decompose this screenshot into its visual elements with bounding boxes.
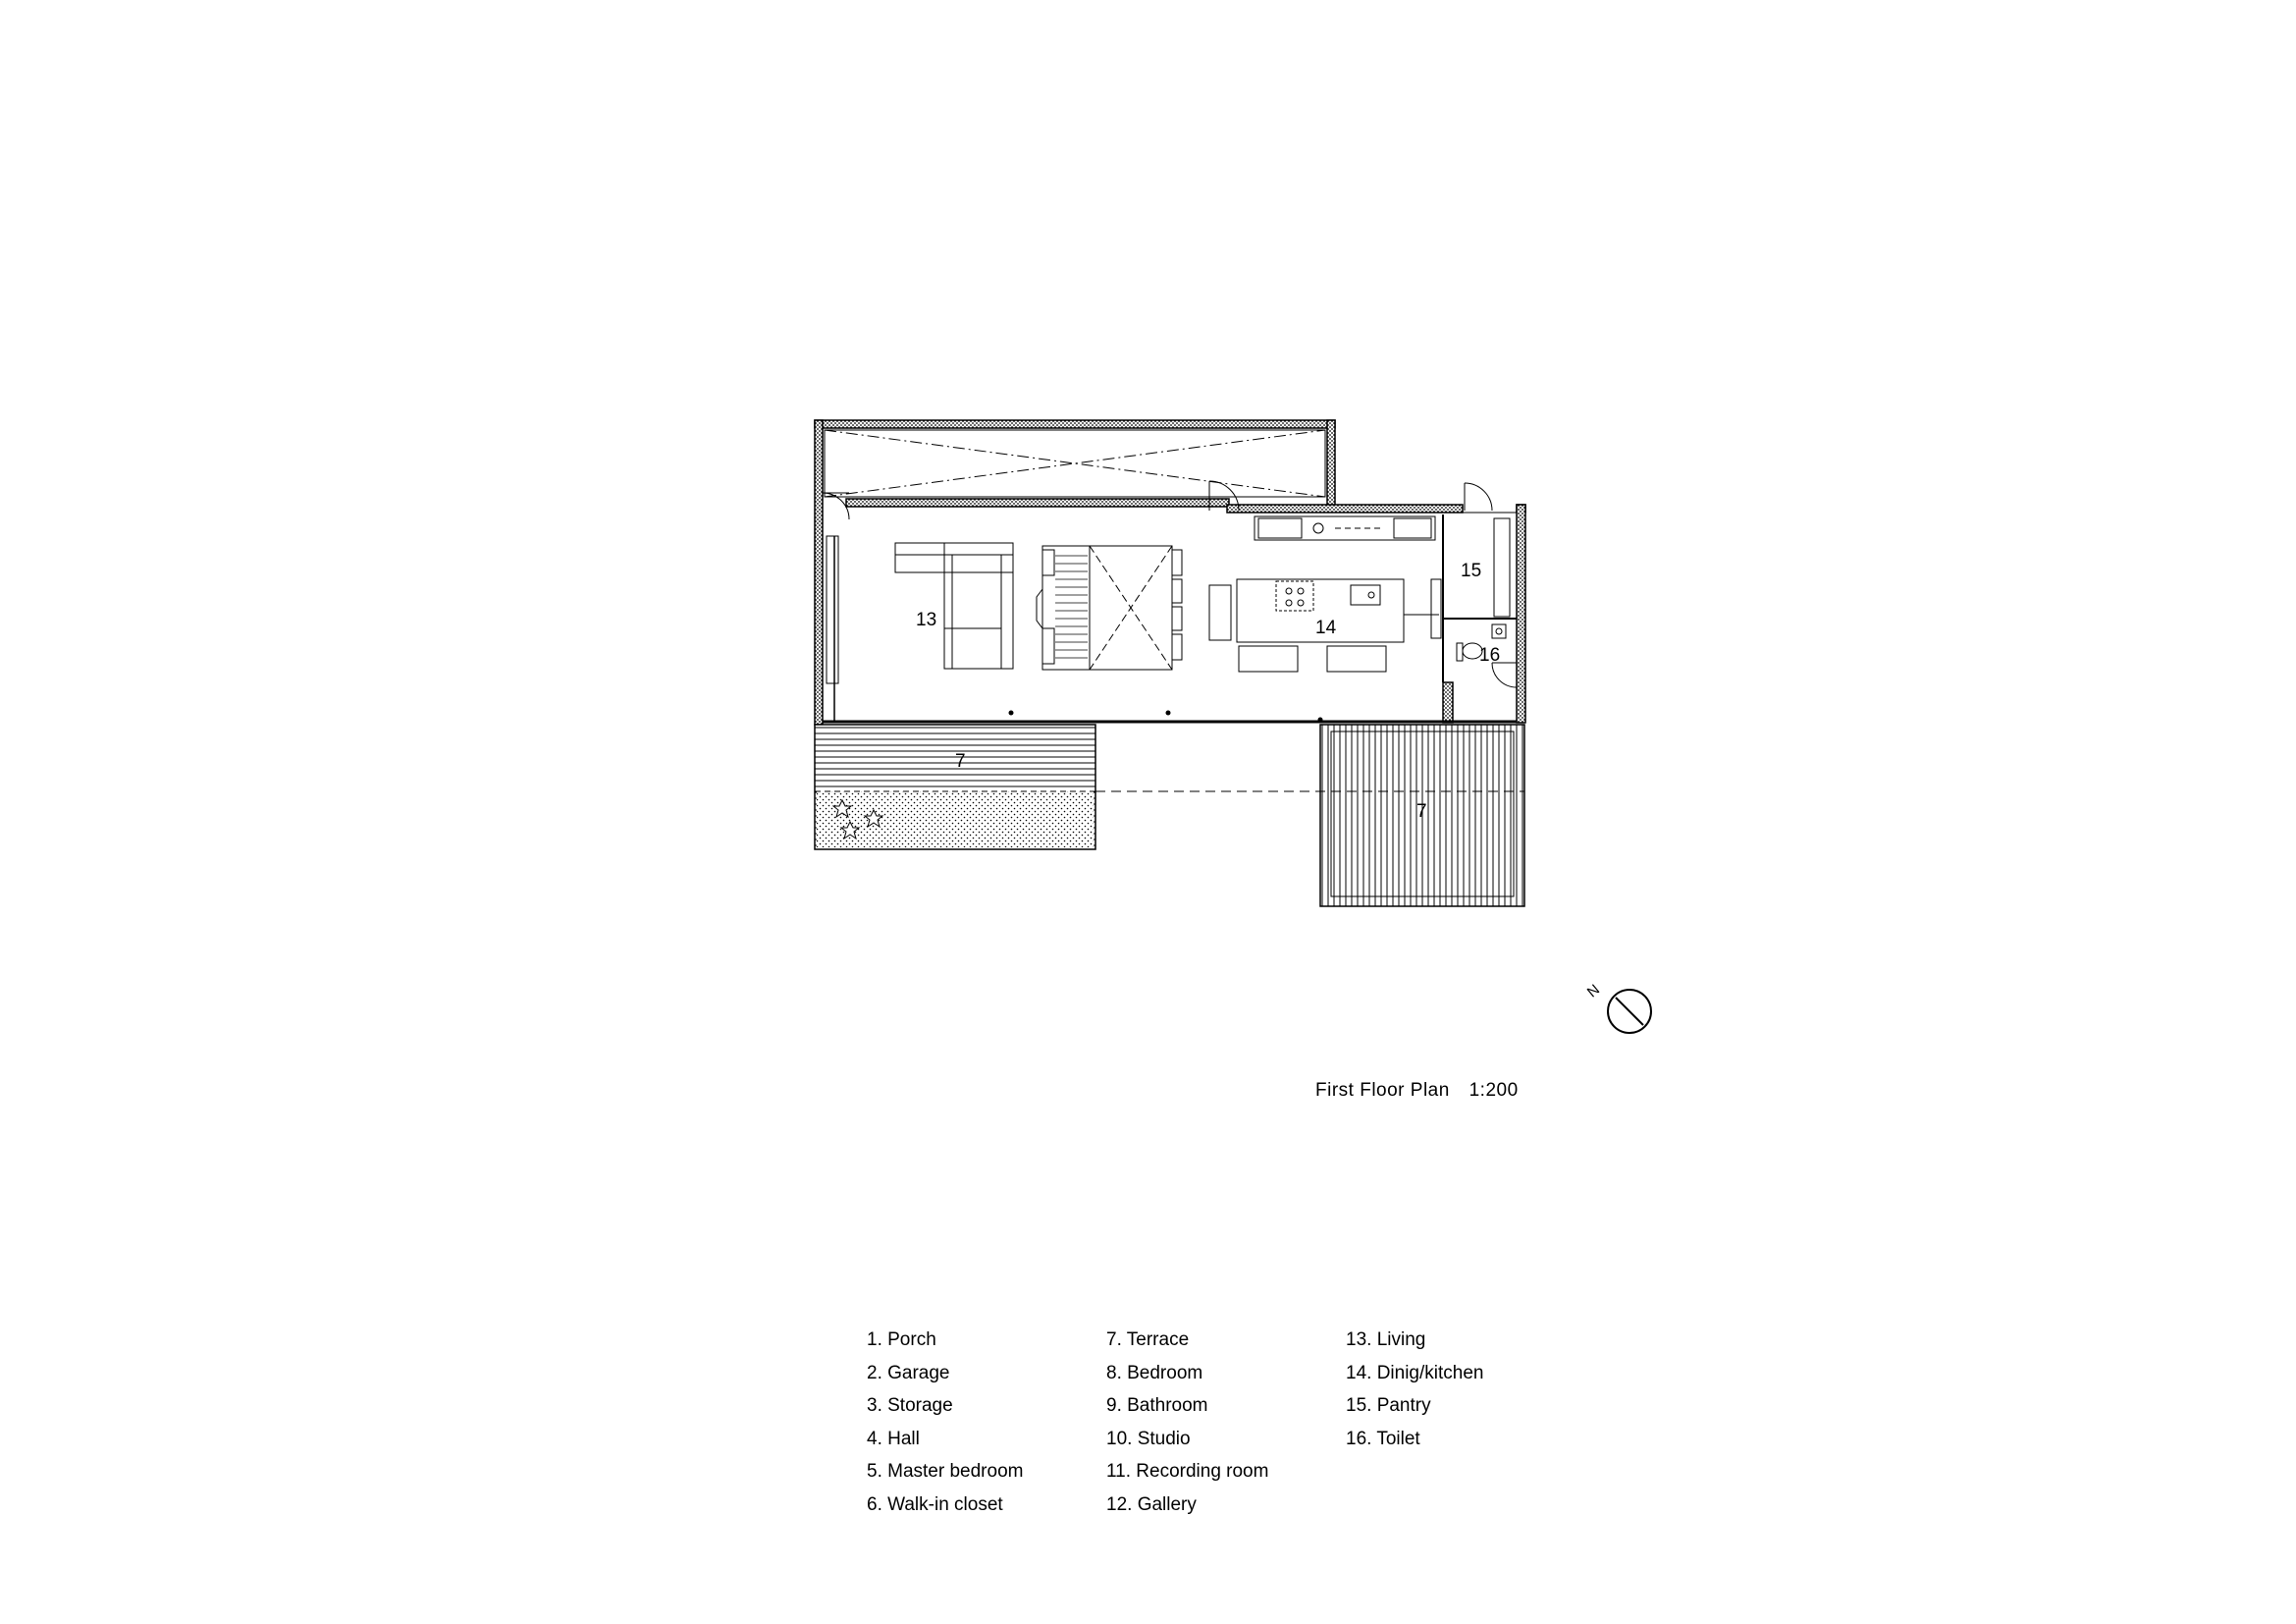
legend-item: 13. Living <box>1346 1329 1426 1350</box>
toilet-fixture <box>1456 623 1507 662</box>
room-number-terrace-right: 7 <box>1416 801 1427 822</box>
legend-item: 15. Pantry <box>1346 1395 1431 1417</box>
legend-item: 11. Recording room <box>1106 1461 1269 1483</box>
drawing-title-text: First Floor Plan <box>1315 1080 1450 1101</box>
drawing-title: First Floor Plan 1:200 <box>1315 1080 1519 1102</box>
legend-item: 16. Toilet <box>1346 1428 1420 1449</box>
legend-item: 10. Studio <box>1106 1428 1191 1449</box>
terrace-left <box>814 724 1315 850</box>
stair <box>1036 545 1183 671</box>
room-number-terrace-left: 7 <box>955 751 966 772</box>
legend-column-3: 13. Living 14. Dinig/kitchen 15. Pantry … <box>1346 1324 1483 1455</box>
exterior-walls <box>814 419 1526 726</box>
terrace-right <box>1315 724 1525 907</box>
doors <box>822 480 1518 688</box>
north-label: N <box>1584 981 1603 1001</box>
room-number-toilet: 16 <box>1479 645 1500 666</box>
legend-item: 14. Dinig/kitchen <box>1346 1362 1484 1383</box>
legend-item: 1. Porch <box>867 1329 936 1350</box>
kitchen <box>1208 515 1442 673</box>
legend-column-2: 7. Terrace 8. Bedroom 9. Bathroom 10. St… <box>1106 1324 1268 1522</box>
legend-item: 8. Bedroom <box>1106 1362 1203 1383</box>
legend-item: 12. Gallery <box>1106 1493 1197 1515</box>
legend-item: 4. Hall <box>867 1428 920 1449</box>
legend-item: 7. Terrace <box>1106 1329 1190 1350</box>
interior-lines <box>823 429 1517 724</box>
drawing-scale: 1:200 <box>1468 1080 1519 1101</box>
sofa <box>894 542 1014 670</box>
legend-item: 6. Walk-in closet <box>867 1493 1003 1515</box>
north-arrow: N <box>1584 981 1652 1034</box>
room-number-living: 13 <box>916 610 936 630</box>
legend-item: 9. Bathroom <box>1106 1395 1208 1417</box>
plant-icon <box>831 798 884 840</box>
room-number-dining-kitchen: 14 <box>1315 618 1337 638</box>
legend-item: 3. Storage <box>867 1395 953 1417</box>
columns <box>1008 710 1323 723</box>
legend-column-1: 1. Porch 2. Garage 3. Storage 4. Hall 5.… <box>867 1324 1023 1522</box>
room-number-pantry: 15 <box>1461 561 1481 581</box>
legend-item: 2. Garage <box>867 1362 950 1383</box>
legend-item: 5. Master bedroom <box>867 1461 1024 1483</box>
